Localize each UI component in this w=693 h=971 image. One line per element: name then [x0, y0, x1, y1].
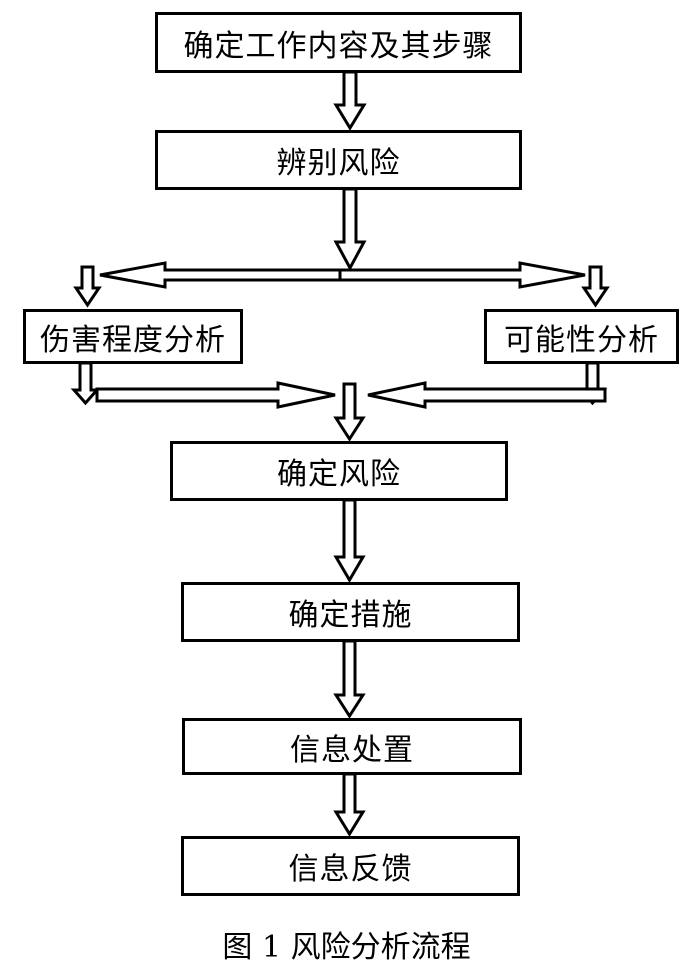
- arrow-split-left: [99, 261, 342, 289]
- arrow-n6-to-n7: [333, 639, 366, 719]
- arrow-n1-to-n2: [333, 70, 367, 131]
- arrow-n3-to-center: [95, 381, 336, 409]
- node-define-work-steps: 确定工作内容及其步骤: [155, 12, 522, 73]
- figure-caption: 图 1 风险分析流程: [222, 930, 471, 965]
- arrow-center-to-n5: [333, 382, 366, 442]
- arrow-split-right: [338, 261, 586, 289]
- node-label: 确定工作内容及其步骤: [183, 28, 494, 64]
- node-information-feedback: 信息反馈: [181, 836, 520, 896]
- node-determine-risk: 确定风险: [170, 441, 508, 501]
- node-label: 确定风险: [277, 457, 401, 492]
- arrow-n2-to-split: [333, 187, 367, 272]
- node-identify-risk: 辨别风险: [155, 130, 522, 190]
- node-label: 辨别风险: [276, 146, 401, 181]
- node-label: 可能性分析: [504, 322, 659, 358]
- arrow-n7-to-n8: [333, 772, 366, 837]
- node-label: 确定措施: [288, 598, 413, 633]
- node-information-handling: 信息处置: [182, 718, 522, 775]
- arrow-n3-stub: [70, 361, 101, 406]
- arrow-into-n4: [581, 265, 610, 308]
- node-determine-measures: 确定措施: [181, 582, 520, 642]
- arrow-n5-to-n6: [333, 498, 366, 583]
- node-likelihood-analysis: 可能性分析: [484, 309, 679, 364]
- node-label: 伤害程度分析: [40, 322, 226, 358]
- node-label: 信息处置: [290, 732, 414, 768]
- node-harm-severity-analysis: 伤害程度分析: [23, 309, 243, 364]
- arrow-n4-to-center: [367, 381, 607, 409]
- arrow-into-n3: [73, 265, 102, 308]
- node-label: 信息反馈: [288, 852, 413, 887]
